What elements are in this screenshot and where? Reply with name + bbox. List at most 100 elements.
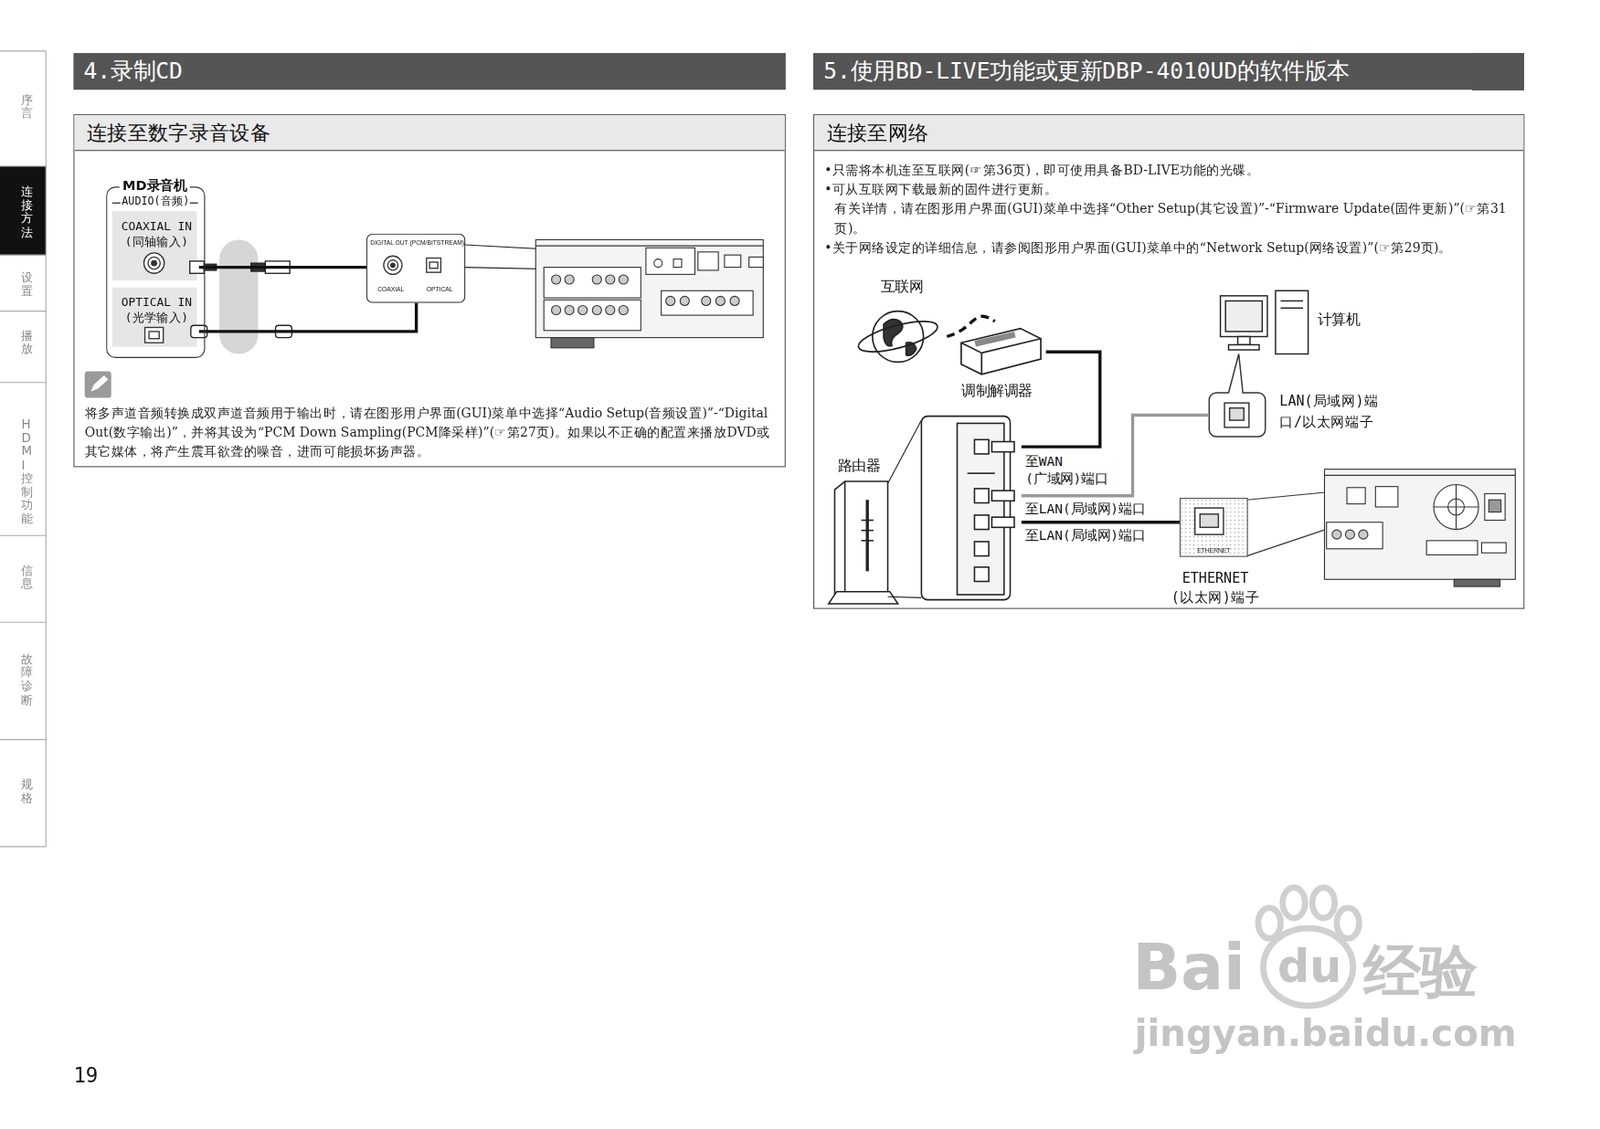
player-rear-left (535, 239, 763, 338)
player-rear-right (1426, 540, 1478, 556)
section-header: 5.使用BD-LIVE功能或更新DBP-4010UD的软件版本 (813, 52, 1525, 90)
router (974, 439, 989, 455)
modem (974, 331, 1016, 348)
computer (1280, 300, 1304, 302)
note-icon (84, 370, 112, 398)
player-rear-left (543, 267, 641, 299)
md-recorder-jacks (151, 260, 158, 266)
player-rear-left (673, 259, 682, 268)
cable-connector (1021, 351, 1101, 447)
tab-label: 设置 (21, 271, 33, 298)
node-text: DIGITAL OUT (PCM/BITSTREAM) (370, 239, 465, 246)
player-rear-right (1375, 487, 1399, 508)
cable-connector (1021, 415, 1208, 497)
note-icon (90, 375, 108, 393)
router (866, 499, 869, 572)
modem (961, 328, 1041, 375)
router (828, 416, 1015, 604)
watermark: du (1277, 941, 1342, 994)
bullet-text: •只需将本机连至互联网(☞第36页)，即可使用具备BD-LIVE功能的光碟。 (824, 159, 1518, 180)
modem: 调制解调器 (947, 321, 1046, 402)
player-rear-left (679, 296, 689, 306)
player-rear-right (1484, 493, 1505, 520)
digital-out-jacks (426, 258, 442, 274)
cable-connector (946, 316, 995, 337)
player-rear-left (592, 275, 602, 285)
router (974, 567, 989, 583)
node-text: MD录音机 (119, 176, 191, 195)
sidebar-tabs (0, 165, 46, 167)
node-text: OPTICAL IN (光学输入) (114, 289, 200, 326)
digital-out-jacks (383, 255, 442, 275)
computer (1220, 290, 1309, 354)
node-text: 计算机 (1317, 311, 1361, 330)
player-rear-right (1332, 529, 1342, 540)
player-rear-left (661, 290, 754, 316)
md-recorder-jacks (143, 253, 164, 274)
sidebar-tabs (0, 622, 46, 624)
watermark-paw (1262, 928, 1353, 1007)
watermark: jingyan.baidu.com (1134, 1012, 1517, 1055)
port-label: 至LAN(局域网)端口 (1025, 526, 1145, 544)
md-recorder-jacks (190, 202, 199, 204)
player-rear-left (605, 275, 615, 285)
input-jack-box: COAXIAL IN (同轴输入) (114, 212, 200, 283)
router (974, 488, 989, 504)
node-text: COAXIAL IN (同轴输入) (114, 212, 200, 250)
port-label: 至LAN(局域网)端口 (1025, 499, 1145, 518)
router (834, 481, 888, 597)
player-rear-left (551, 275, 740, 316)
md-recorder-jacks (145, 327, 164, 343)
player-rear-left (564, 305, 574, 315)
port-callout (1208, 353, 1265, 436)
router (888, 420, 922, 484)
cable-bundle (219, 239, 258, 354)
globe (855, 311, 941, 363)
player-rear-right (1453, 579, 1500, 587)
player-rear-left (654, 259, 663, 268)
tab-label: 连接方法 (21, 185, 33, 240)
player-rear-left (698, 252, 719, 271)
tab-label: 故障诊断 (21, 653, 33, 708)
tab-label: 规格 (21, 778, 33, 806)
tab-label: 播放 (21, 329, 33, 357)
player-rear-left (605, 305, 615, 315)
globe (855, 315, 941, 359)
internet-globe: 互联网 (853, 278, 948, 371)
cable-connector (1021, 520, 1180, 524)
player-rear-right (1488, 499, 1501, 512)
bullet-text: •可从互联网下载最新的固件进行更新。 (824, 180, 1518, 200)
player-rear-right (1481, 542, 1506, 553)
bullet-text: 有关详情，请在图形用户界面(GUI)菜单中选择“Other Setup(其它设置… (834, 199, 1518, 238)
node-text: COAXIAL (377, 286, 404, 294)
player-rear-left (666, 296, 676, 306)
section-frame: 连接至数字录音设备MD录音机AUDIO(音频)COAXIAL IN (同轴输入)… (73, 114, 785, 467)
watermark-paw (1258, 888, 1360, 1007)
sidebar-tabs (0, 166, 46, 255)
player-rear-left (724, 254, 742, 267)
player-rear-left (578, 305, 588, 315)
sidebar-tabs (0, 846, 46, 848)
router (974, 515, 989, 530)
player-rear-right (1346, 487, 1366, 505)
ethernet-inset (1195, 508, 1224, 535)
router (844, 481, 847, 597)
page-number: 19 (73, 1063, 98, 1089)
player-rear-right (1324, 469, 1516, 587)
router (861, 540, 874, 542)
node-text: ETHERNET (以太网)端子 (1164, 568, 1267, 607)
player-rear-left (543, 299, 641, 331)
router (974, 541, 989, 557)
tab-label: 信息 (21, 564, 33, 592)
watermark-paw (1282, 888, 1306, 920)
computer (1280, 307, 1304, 309)
ethernet-inset: ETHERNETETHERNET (以太网)端子 (1179, 498, 1249, 558)
router (991, 517, 1015, 528)
player-rear-left (551, 305, 562, 315)
bullet-text: •关于网络设定的详细信息，请参阅图形用户界面(GUI)菜单中的“Network … (824, 237, 1518, 257)
output-panel: DIGITAL OUT (PCM/BITSTREAM) COAXIAL OPTICA… (366, 233, 466, 304)
player-rear-right (1324, 475, 1516, 477)
player-rear-right (1455, 484, 1457, 530)
player-rear-left (535, 239, 763, 348)
node-text: OPTICAL (426, 286, 454, 294)
